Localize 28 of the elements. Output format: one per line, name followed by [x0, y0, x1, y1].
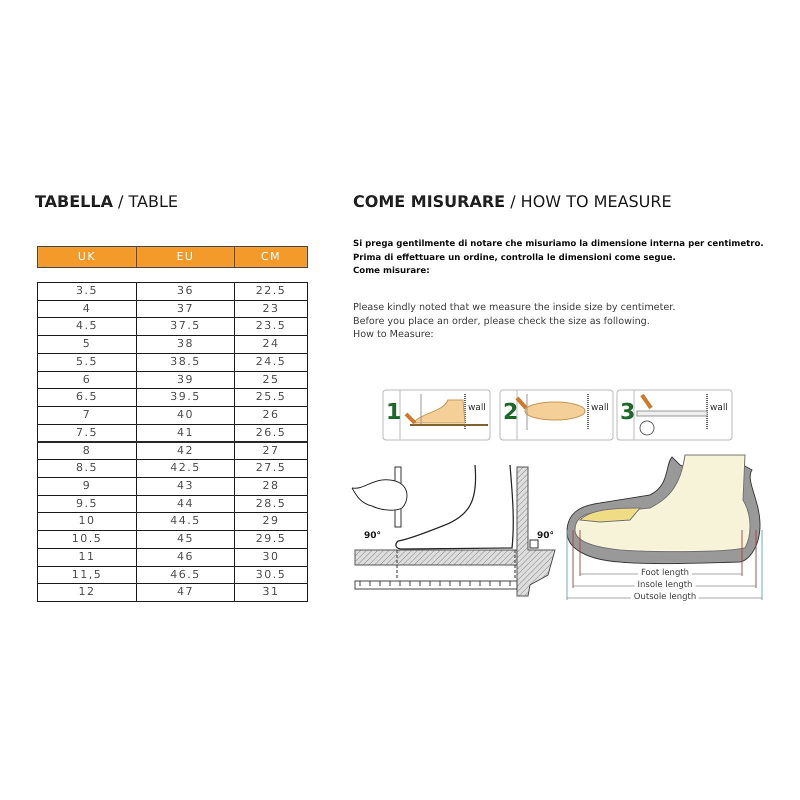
section-heading: COME MISURARE / HOW TO MEASURE: [353, 192, 672, 211]
table-cell: 12: [37, 583, 137, 602]
wall-label: wall: [468, 403, 486, 413]
table-cell: 31: [234, 583, 308, 602]
table-cell: 26.5: [234, 424, 308, 442]
angle-label: 90°: [537, 531, 554, 541]
angle-label: 90°: [364, 531, 382, 541]
instruction-text: Before you place an order, please check the size as following.: [353, 316, 650, 326]
instruction-text: Si prega gentilmente di notare che misuriamo la dimensione interna per centimetro.: [353, 239, 764, 249]
table-header-cell: EU: [136, 246, 235, 268]
instruction-text: How to Measure:: [353, 329, 434, 340]
step-number: 3: [620, 400, 636, 425]
instruction-text: Please kindly noted that we measure the inside size by centimeter.: [353, 302, 676, 313]
table-header-cell: UK: [37, 246, 137, 268]
table-cell: 7.5: [37, 424, 137, 442]
step-number: 1: [386, 400, 402, 425]
table-cell: 22.5: [234, 282, 308, 301]
dimension-label: Foot length: [638, 568, 692, 578]
wall-label: wall: [591, 403, 609, 413]
instruction-text: Come misurare:: [353, 266, 430, 276]
step-number: 2: [503, 400, 518, 425]
section-heading: TABELLA / TABLE: [35, 192, 178, 211]
dimension-label: Insole length: [634, 580, 696, 590]
wall-label: wall: [710, 403, 728, 413]
table-header-cell: CM: [234, 246, 308, 268]
table-cell: 3.5: [37, 282, 137, 301]
instruction-text: Prima di effettuare un ordine, controlla le dimensioni come segue.: [353, 252, 676, 262]
dimension-label: Outsole length: [630, 592, 700, 602]
